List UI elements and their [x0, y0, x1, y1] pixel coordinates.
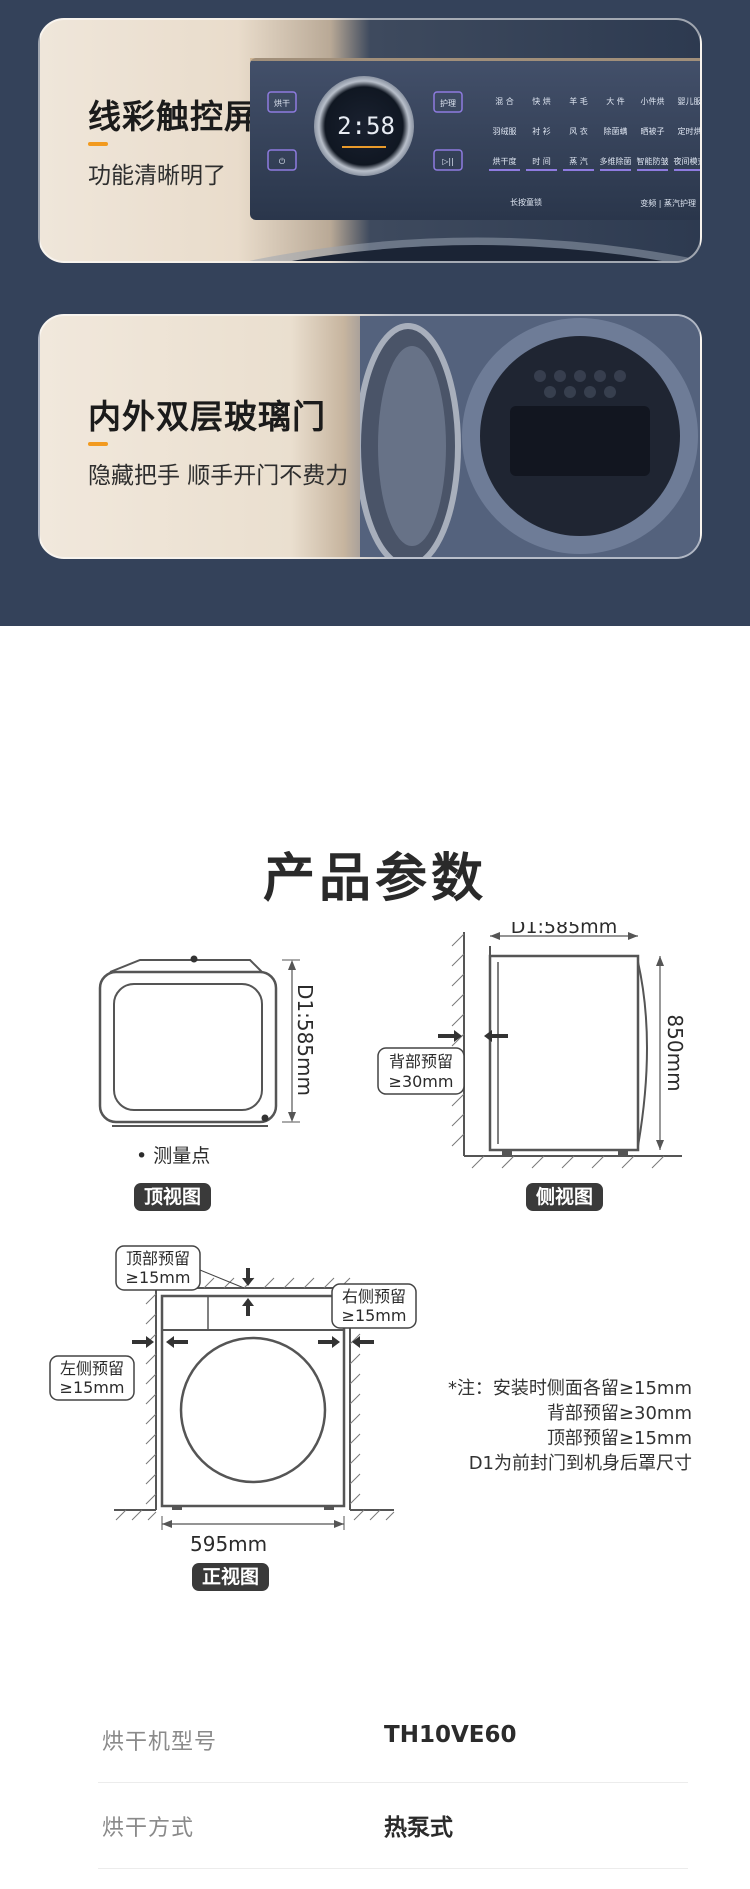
top-view-diagram: D1:585mm • 测量点 — [98, 955, 317, 1167]
program-label: 大 件 — [606, 96, 625, 106]
program-label: 羽绒服 — [493, 126, 517, 136]
display-accent — [342, 146, 386, 148]
program-label: 除菌螨 — [604, 126, 628, 136]
front-view-label: 正视图 — [192, 1563, 270, 1591]
install-notes: *注：安装时侧面各留≥15mm 背部预留≥30mm 顶部预留≥15mm D1为前… — [420, 1376, 692, 1476]
program-label: 蒸 汽 — [569, 156, 588, 166]
spec-row-model: 烘干机型号 TH10VE60 — [98, 1696, 688, 1783]
right-clearance-label: 右侧预留 — [342, 1287, 406, 1306]
spec-value: TH10VE60 — [384, 1722, 517, 1748]
top-clearance-label: 顶部预留 — [126, 1249, 190, 1268]
program-label: 定时烘 — [678, 126, 702, 136]
program-label: 时 间 — [532, 156, 551, 166]
dry-button — [267, 91, 297, 113]
care-button — [433, 91, 463, 113]
feature-card-glass-door: 内外双层玻璃门 隐藏把手 顺手开门不费力 — [38, 314, 702, 559]
care-button-label: 护理 — [440, 98, 456, 108]
top-view-label: 顶视图 — [134, 1183, 212, 1211]
install-note-1: *注：安装时侧面各留≥15mm — [447, 1378, 692, 1399]
feature-card-touchscreen: 线彩触控屏 功能清晰明了 — [38, 18, 702, 263]
right-clearance-value: ≥15mm — [342, 1306, 407, 1325]
measurement-point-legend: • 测量点 — [136, 1145, 210, 1167]
accent-bar — [88, 142, 108, 146]
spec-value: 热泵式 — [384, 1815, 453, 1841]
front-view-diagram: 顶部预留 ≥15mm 右侧预留 ≥15mm 左侧预留 ≥15mm — [49, 1245, 417, 1530]
program-indicator — [563, 169, 594, 171]
left-clearance-value: ≥15mm — [60, 1378, 125, 1397]
feature-title: 线彩触控屏 — [88, 97, 258, 136]
display-time: 2:58 — [337, 112, 395, 140]
power-icon: ⏻ — [279, 157, 286, 166]
panel-footer: 变频 | 蒸汽护理 — [640, 198, 696, 208]
start-pause-button — [433, 149, 463, 171]
dial-knob — [314, 76, 414, 176]
program-label: 婴儿服 — [678, 97, 702, 106]
program-label: 小件烘 — [641, 96, 665, 106]
feature-title: 内外双层玻璃门 — [88, 397, 326, 436]
program-label: 夜间模式 — [674, 156, 703, 166]
start-pause-icon: ▷|| — [442, 157, 454, 166]
program-label: 多维除菌 — [600, 156, 632, 166]
program-label: 衬 衫 — [532, 126, 551, 136]
side-view-height: 850mm — [663, 1014, 687, 1091]
program-label: 智能防皱 — [637, 156, 669, 166]
program-indicator — [674, 169, 700, 171]
top-view-dimension: D1:585mm — [293, 984, 317, 1096]
install-note-4: D1为前封门到机身后罩尺寸 — [468, 1453, 692, 1474]
spec-label: 烘干机型号 — [102, 1730, 218, 1755]
feature-subtitle: 隐藏把手 顺手开门不费力 — [88, 463, 349, 489]
program-indicator — [600, 169, 631, 171]
dry-button-label: 烘干 — [274, 98, 290, 108]
program-label: 羊 毛 — [569, 96, 588, 106]
panel-extra-label: 长按童锁 — [510, 197, 542, 207]
feature-section: 线彩触控屏 功能清晰明了 — [0, 0, 750, 626]
power-button — [267, 149, 297, 171]
side-view-depth: D1:585mm — [511, 922, 617, 938]
install-note-2: 背部预留≥30mm — [546, 1403, 692, 1424]
front-view-width: 595mm — [190, 1532, 268, 1556]
program-label: 风 衣 — [569, 126, 588, 136]
params-heading: 产品参数 — [262, 849, 487, 909]
program-label: 烘干度 — [493, 156, 517, 166]
feature-subtitle: 功能清晰明了 — [88, 163, 226, 189]
program-indicator — [526, 169, 557, 171]
program-label: 晒被子 — [641, 126, 665, 136]
side-view-diagram: D1:585mm 850mm 背部预留 ≥30mm — [377, 922, 687, 1169]
top-clearance-value: ≥15mm — [126, 1268, 191, 1287]
open-door-illustration — [360, 316, 700, 557]
spec-label: 烘干方式 — [102, 1816, 195, 1841]
back-clearance-value: ≥30mm — [389, 1072, 454, 1091]
left-clearance-label: 左侧预留 — [60, 1359, 124, 1378]
program-label: 混 合 — [495, 96, 514, 106]
program-label: 快 烘 — [532, 96, 551, 106]
side-view-label: 侧视图 — [526, 1183, 604, 1211]
program-indicator — [637, 169, 668, 171]
spec-row-drying-method: 烘干方式 热泵式 — [98, 1782, 688, 1869]
accent-bar — [88, 442, 108, 446]
back-clearance-label: 背部预留 — [389, 1052, 453, 1071]
install-note-3: 顶部预留≥15mm — [546, 1428, 692, 1449]
program-indicator — [489, 169, 520, 171]
